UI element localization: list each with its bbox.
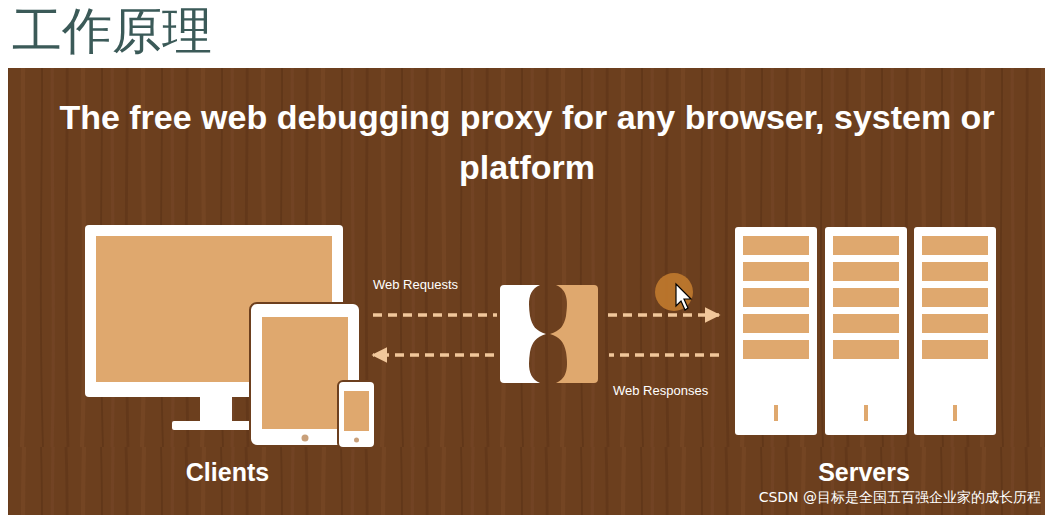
headline-text: The free web debugging proxy for any bro… xyxy=(22,92,1032,192)
proxy-icon xyxy=(500,285,598,383)
watermark-text: CSDN @目标是全国五百强企业家的成长历程 xyxy=(759,487,1041,507)
edge-label: Web Requests xyxy=(373,277,458,293)
servers-group: Servers xyxy=(722,225,1006,487)
node-label: Servers xyxy=(722,457,1006,487)
dashed-arrow xyxy=(373,353,719,357)
edge-label: Web Responses xyxy=(613,383,708,399)
slide-title: 工作原理 xyxy=(12,0,212,62)
dashed-arrow xyxy=(373,313,719,317)
node-label: Clients xyxy=(85,457,370,487)
wood-background xyxy=(8,68,1045,515)
phone-icon xyxy=(338,381,375,448)
mouse-cursor xyxy=(655,273,693,311)
server-rack xyxy=(735,227,996,435)
clients-group: Clients xyxy=(85,225,370,487)
